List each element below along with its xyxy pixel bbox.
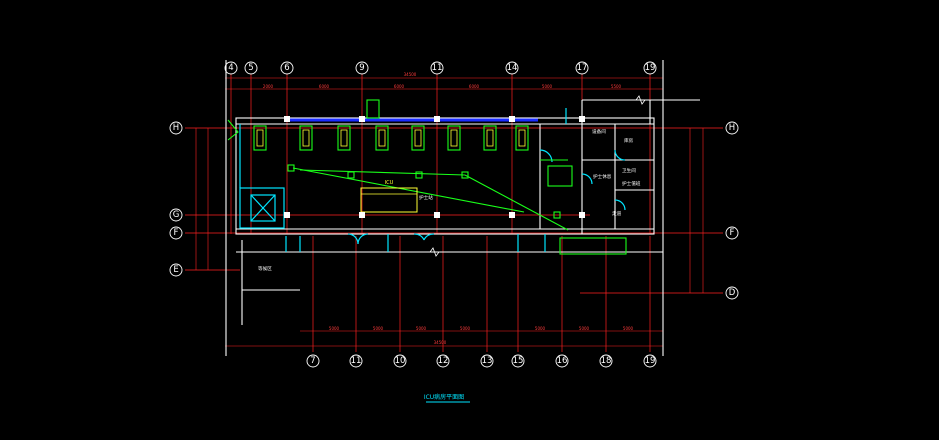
nurse-station-counter: [360, 187, 418, 213]
top-overall-dim: 34500: [404, 72, 417, 77]
bed-2: [299, 125, 313, 151]
svg-text:H: H: [729, 123, 735, 133]
svg-text:5000: 5000: [460, 326, 471, 331]
svg-text:6000: 6000: [394, 84, 405, 89]
bed-8: [515, 125, 529, 151]
svg-text:F: F: [174, 228, 179, 238]
svg-text:D: D: [729, 288, 736, 298]
bed-6: [447, 125, 461, 151]
grid-axes: [185, 74, 723, 352]
svg-text:19: 19: [645, 63, 656, 73]
svg-text:16: 16: [557, 356, 568, 366]
walls: [235, 99, 700, 325]
columns: [284, 116, 585, 218]
svg-text:5000: 5000: [329, 326, 340, 331]
bed-1: [253, 125, 267, 151]
label-lounge: 护士休息: [593, 173, 612, 180]
bed-7: [483, 125, 497, 151]
svg-text:15: 15: [513, 356, 524, 366]
svg-text:9: 9: [359, 63, 364, 73]
svg-text:4: 4: [228, 63, 233, 73]
svg-text:5000: 5000: [542, 84, 553, 89]
svg-text:13: 13: [482, 356, 493, 366]
svg-text:5000: 5000: [373, 326, 384, 331]
top-grid-bubbles: 4 5 6 9 11 14 17 19: [224, 61, 657, 75]
svg-text:G: G: [173, 210, 180, 220]
svg-text:6000: 6000: [319, 84, 330, 89]
doors: [239, 108, 626, 252]
svg-text:5000: 5000: [535, 326, 546, 331]
svg-text:5500: 5500: [611, 84, 622, 89]
bottom-overall-dim: 34500: [434, 340, 447, 345]
svg-text:18: 18: [601, 356, 612, 366]
dimension-lines: [195, 60, 704, 356]
svg-text:10: 10: [395, 356, 406, 366]
svg-text:5000: 5000: [623, 326, 634, 331]
svg-text:5000: 5000: [579, 326, 590, 331]
left-grid-bubbles: H G F E: [169, 121, 183, 277]
svg-text:14: 14: [507, 63, 518, 73]
svg-text:5: 5: [248, 63, 253, 73]
bottom-dims: 5000 5000 5000 5000 5000 5000 5000: [329, 326, 634, 331]
bed-4: [375, 125, 389, 151]
label-nurse-station: 护士站: [419, 194, 433, 201]
label-on-call: 护士值班: [622, 180, 641, 187]
svg-text:6000: 6000: [469, 84, 480, 89]
svg-text:7: 7: [310, 356, 315, 366]
label-icu: ICU: [385, 180, 394, 186]
svg-text:19: 19: [645, 356, 656, 366]
drawing-title: ICU病房平面图: [424, 393, 464, 401]
svg-text:E: E: [173, 265, 178, 275]
svg-text:F: F: [730, 228, 735, 238]
svg-text:H: H: [173, 123, 179, 133]
svg-text:5000: 5000: [416, 326, 427, 331]
equipment-wiring: [227, 99, 627, 255]
svg-text:2000: 2000: [263, 84, 274, 89]
label-equipment-room: 设备间: [592, 128, 606, 135]
label-storage: 库房: [624, 137, 634, 144]
svg-text:11: 11: [432, 63, 443, 73]
top-dims: 2000 6000 6000 6000 5000 5500: [263, 84, 622, 89]
svg-text:17: 17: [577, 63, 588, 73]
label-waiting: 等候区: [258, 265, 272, 272]
bed-5: [411, 125, 425, 151]
label-corridor: 走道: [612, 210, 622, 217]
bed-3: [337, 125, 351, 151]
svg-text:6: 6: [284, 63, 289, 73]
icu-beds: [253, 125, 529, 151]
bottom-grid-bubbles: 7 11 10 12 13 15 16 18 19: [306, 354, 657, 368]
label-toilet: 卫生间: [622, 167, 636, 174]
svg-text:11: 11: [351, 356, 362, 366]
right-grid-bubbles: H F D: [725, 121, 739, 300]
svg-text:12: 12: [438, 356, 449, 366]
